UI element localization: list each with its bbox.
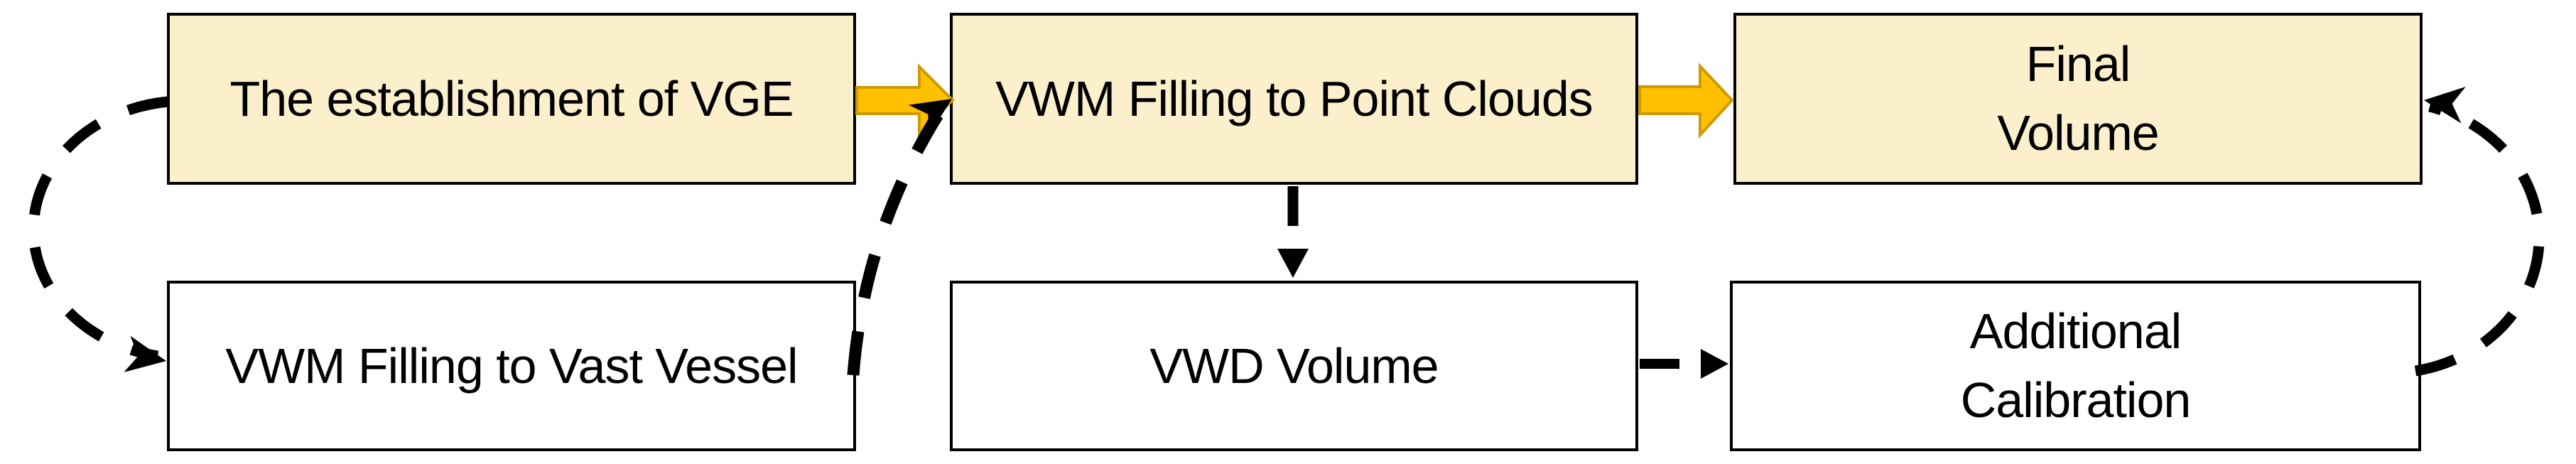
- dashed-arrow-vwd-volume-to-additional-calibration-icon: [1640, 349, 1728, 379]
- node-label: VWD Volume: [1149, 338, 1439, 394]
- node-label: Final Volume: [1997, 36, 2159, 161]
- node-vwm-filling-vast-vessel: VWM Filling to Vast Vessel: [167, 281, 856, 451]
- node-establishment-of-vge: The establishment of VGE: [167, 13, 856, 185]
- node-label: Additional Calibration: [1960, 303, 2192, 428]
- node-label: The establishment of VGE: [229, 70, 794, 126]
- dashed-arrow-vge-to-vast-vessel-icon: [28, 96, 169, 372]
- dashed-arrow-additional-calibration-to-final-volume-icon: [2414, 87, 2545, 377]
- node-vwd-volume: VWD Volume: [950, 281, 1638, 451]
- block-arrow-point-clouds-to-final-volume-icon: [1638, 62, 1734, 139]
- node-additional-calibration: Additional Calibration: [1730, 281, 2421, 451]
- dashed-arrow-vast-vessel-to-point-clouds-icon: [847, 99, 952, 376]
- node-vwm-filling-point-clouds: VWM Filling to Point Clouds: [950, 13, 1638, 185]
- block-arrow-vge-to-point-clouds-icon: [855, 63, 955, 137]
- dashed-arrow-point-clouds-to-vwd-volume-icon: [1277, 186, 1309, 278]
- node-label: VWM Filling to Vast Vessel: [225, 338, 798, 394]
- node-label: VWM Filling to Point Clouds: [995, 70, 1593, 126]
- node-final-volume: Final Volume: [1733, 13, 2423, 185]
